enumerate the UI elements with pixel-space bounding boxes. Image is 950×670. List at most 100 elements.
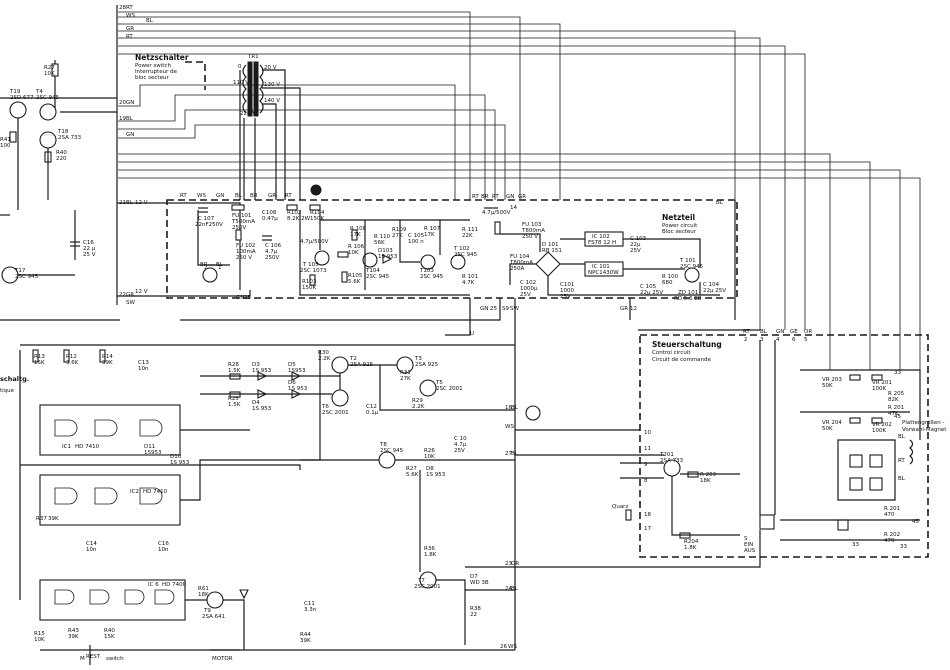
top-bus-wires	[118, 11, 921, 335]
svg-text:T800mA: T800mA	[509, 260, 533, 266]
resistor-r27	[51, 63, 59, 77]
ic2-box	[39, 474, 181, 526]
svg-text:39K: 39K	[48, 516, 59, 522]
svg-text:100K: 100K	[872, 428, 886, 434]
svg-text:schaltg.: schaltg.	[0, 375, 29, 383]
svg-text:150K: 150K	[302, 285, 316, 291]
svg-text:Interrupteur de: Interrupteur de	[135, 69, 178, 75]
svg-text:17K: 17K	[424, 232, 435, 238]
svg-text:47K: 47K	[888, 411, 899, 417]
svg-text:2SC 945: 2SC 945	[380, 448, 404, 454]
svg-text:470: 470	[884, 512, 895, 518]
svg-text:2: 2	[744, 337, 748, 343]
switch-sp	[837, 519, 849, 531]
svg-text:5: 5	[804, 337, 808, 343]
bottom-logic-section: IC 6 HD 7400 R61 18K T9 2SA 641 R15 10K …	[34, 579, 515, 665]
svg-text:25V: 25V	[630, 248, 641, 254]
svg-text:TR1: TR1	[247, 54, 259, 60]
netzteil-border	[166, 199, 738, 299]
svg-text:R103: R103	[302, 279, 317, 285]
svg-text:T 101: T 101	[679, 258, 696, 264]
svg-text:R204: R204	[684, 539, 699, 545]
svg-text:RT: RT	[898, 458, 905, 464]
svg-text:1S 953: 1S 953	[378, 254, 398, 260]
svg-text:BL: BL	[716, 200, 724, 206]
svg-text:2SC 2001: 2SC 2001	[436, 386, 463, 392]
pin-color: BL	[126, 116, 134, 122]
svg-text:24: 24	[505, 586, 512, 592]
transistor-t6	[331, 389, 349, 407]
svg-text:25V: 25V	[454, 448, 465, 454]
svg-text:WS: WS	[505, 424, 514, 430]
svg-text:9: 9	[644, 462, 648, 468]
svg-text:R 201: R 201	[884, 506, 900, 512]
pin-color: GR	[126, 292, 134, 298]
svg-text:45: 45	[894, 414, 901, 420]
svg-text:2SD 677: 2SD 677	[10, 95, 34, 101]
svg-text:T6: T6	[321, 404, 329, 410]
svg-text:RT: RT	[472, 194, 479, 200]
pin-label: 28	[119, 5, 126, 11]
svg-text:Bloc secteur: Bloc secteur	[662, 229, 697, 235]
svg-text:110 V: 110 V	[233, 80, 249, 86]
resistor-r41	[9, 131, 17, 143]
svg-text:switch: switch	[106, 656, 124, 662]
diode-d103	[382, 254, 393, 264]
interconnect-wires	[0, 200, 760, 650]
svg-text:R15: R15	[34, 631, 45, 637]
svg-text:R37: R37	[36, 516, 47, 522]
left-driver-section: R27 10K T19 2SD 677 T4 2SC 945 T18 2SA 7…	[0, 60, 117, 284]
svg-text:tique: tique	[0, 388, 15, 394]
svg-text:GE: GE	[790, 329, 798, 335]
svg-text:REST: REST	[86, 654, 101, 660]
svg-text:VR 203: VR 203	[822, 377, 842, 383]
transistor-t18	[39, 131, 57, 149]
svg-text:Circuit de commande: Circuit de commande	[652, 357, 712, 363]
svg-text:BL: BL	[511, 405, 519, 411]
svg-text:23: 23	[505, 561, 512, 567]
svg-text:Quarz: Quarz	[612, 504, 628, 510]
svg-text:27K: 27K	[392, 233, 403, 239]
ic6-box	[39, 579, 186, 621]
svg-text:GN: GN	[506, 194, 514, 200]
svg-text:1.8K: 1.8K	[424, 552, 437, 558]
svg-text:Plattengrößen -: Plattengrößen -	[902, 420, 944, 426]
svg-text:D103: D103	[378, 248, 393, 254]
svg-text:VR 204: VR 204	[822, 420, 842, 426]
svg-text:39K: 39K	[300, 638, 311, 644]
svg-text:BL: BL	[511, 586, 519, 592]
svg-text:18K: 18K	[198, 592, 209, 598]
svg-text:10K: 10K	[348, 250, 359, 256]
power-supply-section: Netzteil Power circuit Bloc secteur RT W…	[166, 184, 738, 337]
svg-text:27: 27	[505, 451, 512, 457]
svg-text:15K: 15K	[34, 360, 45, 366]
svg-text:R26: R26	[424, 448, 435, 454]
svg-text:GN: GN	[480, 306, 488, 312]
svg-text:R 205: R 205	[888, 391, 905, 397]
transistor-t102	[450, 254, 466, 270]
svg-text:1S 953: 1S 953	[288, 386, 308, 392]
svg-text:R14: R14	[102, 354, 113, 360]
svg-text:15K: 15K	[104, 634, 115, 640]
svg-text:4.7K: 4.7K	[462, 280, 475, 286]
pin-color: RT	[126, 5, 133, 11]
transistor-t105	[314, 250, 330, 266]
svg-text:RT: RT	[743, 329, 750, 335]
svg-text:33: 33	[894, 370, 901, 376]
svg-text:BL: BL	[898, 434, 906, 440]
transistor-t5	[419, 379, 437, 397]
transistor-t4	[39, 103, 57, 121]
svg-text:100 n: 100 n	[408, 239, 424, 245]
svg-text:2SC 2001: 2SC 2001	[414, 584, 441, 590]
svg-text:D7: D7	[470, 574, 478, 580]
svg-text:R38: R38	[470, 606, 481, 612]
svg-text:2SA 733: 2SA 733	[58, 135, 82, 141]
svg-text:R27: R27	[406, 466, 417, 472]
switch-s	[759, 514, 775, 530]
svg-text:4: 4	[776, 337, 780, 343]
svg-text:C 10: C 10	[454, 436, 467, 442]
svg-text:T2: T2	[349, 356, 357, 362]
section-title: Steuerschaltung	[652, 340, 722, 349]
svg-text:25: 25	[244, 295, 251, 301]
svg-text:33: 33	[852, 542, 859, 548]
